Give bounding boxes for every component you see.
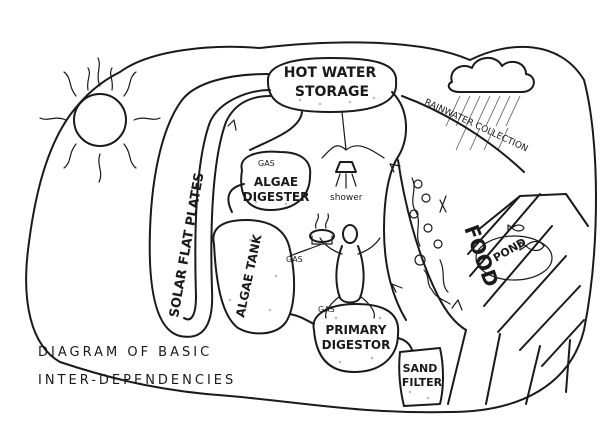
tank-to-digestor-pipe xyxy=(290,314,314,324)
hot-water-label-1: HOT WATER xyxy=(284,65,377,81)
sand-filter-label-1: SAND xyxy=(403,362,438,375)
flow-arrow-1 xyxy=(228,120,236,130)
gas-label-top: GAS xyxy=(258,159,275,168)
hot-water-label-2: STORAGE xyxy=(295,84,369,100)
hot-water-pipe-right xyxy=(384,92,406,230)
gas-label-middle: GAS xyxy=(286,255,303,264)
sand-filter-label-2: FILTER xyxy=(402,376,443,389)
primary-digestor-label-1: PRIMARY xyxy=(325,323,386,337)
sun-icon xyxy=(40,58,160,182)
sand-filter: SAND FILTER xyxy=(399,348,443,406)
algae-digester: GAS ALGAE DIGESTER xyxy=(241,152,310,210)
flow-arrow-4 xyxy=(452,300,462,310)
algae-digester-label-1: ALGAE xyxy=(254,175,298,189)
hot-water-storage: HOT WATER STORAGE xyxy=(268,58,396,112)
food-boundary xyxy=(398,160,466,330)
shower-pipe xyxy=(322,112,384,158)
algae-tank: ALGAE TANK xyxy=(213,220,294,333)
primary-digestor-label-2: DIGESTOR xyxy=(322,338,391,352)
hot-water-pipe-left xyxy=(250,112,302,150)
algae-digester-label-2: DIGESTER xyxy=(243,190,310,204)
diagram-title-line1: DIAGRAM OF BASIC xyxy=(38,345,212,360)
stove-icon xyxy=(310,214,334,244)
gas-label-bottom: GAS xyxy=(318,305,335,314)
shower-label: shower xyxy=(330,193,363,203)
digestor-to-filter-pipe xyxy=(398,338,412,350)
diagram-title-line2: INTER-DEPENDENCIES xyxy=(38,373,236,388)
algae-tank-label: ALGAE TANK xyxy=(233,233,264,319)
solar-plates-label: SOLAR FLAT PLATES xyxy=(167,171,207,318)
shower-return-pipe xyxy=(384,230,406,320)
shower-icon: shower xyxy=(330,162,363,203)
rainwater-label: RAINWATER COLLECTION xyxy=(423,98,530,155)
